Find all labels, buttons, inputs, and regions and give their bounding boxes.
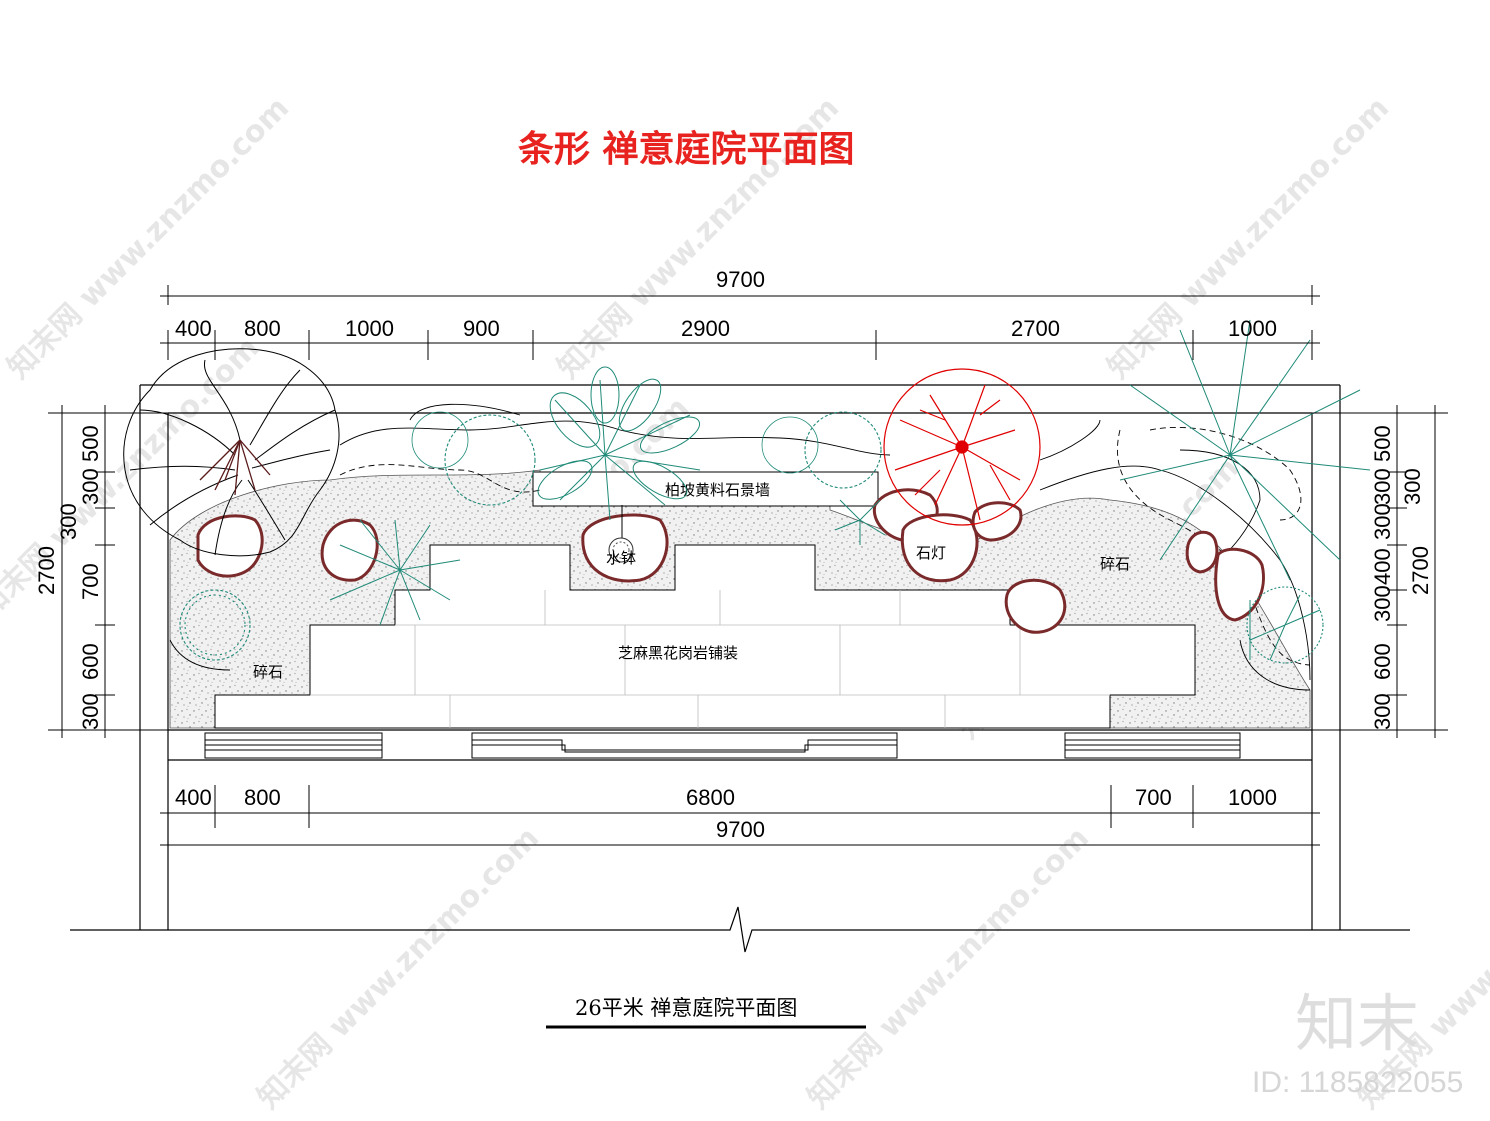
dim-bottom-4: 700 bbox=[1135, 785, 1172, 810]
label-stone-wall: 柏坡黄料石景墙 bbox=[665, 481, 770, 499]
dim-right-2: 300 bbox=[1370, 468, 1395, 505]
dim-bottom-5: 1000 bbox=[1228, 785, 1277, 810]
dimension-lines-left bbox=[48, 405, 168, 738]
watermark-3: 知末网 www.znzmo.com bbox=[1101, 91, 1396, 386]
dim-top-4: 900 bbox=[463, 316, 500, 341]
dimension-lines-right bbox=[1312, 405, 1448, 738]
dim-right-7: 300 bbox=[1370, 693, 1395, 730]
dim-right-total: 2700 bbox=[1408, 546, 1433, 595]
dim-left-3: 700 bbox=[78, 563, 103, 600]
granite-paving bbox=[214, 544, 1196, 729]
dim-left-5: 300 bbox=[78, 693, 103, 730]
grass-plant-left bbox=[329, 519, 461, 626]
label-paving: 芝麻黑花岗岩铺装 bbox=[618, 644, 738, 662]
tree-red-canopy bbox=[883, 368, 1041, 526]
dim-top-3: 1000 bbox=[345, 316, 394, 341]
dim-left-total: 2700 bbox=[34, 546, 59, 595]
watermark-7: 知末网 www.znzmo.com bbox=[251, 821, 546, 1116]
dim-top-6: 2700 bbox=[1011, 316, 1060, 341]
fern-right bbox=[834, 319, 1371, 661]
dimension-lines-bottom bbox=[160, 785, 1320, 855]
dim-right-1: 500 bbox=[1370, 425, 1395, 462]
stone-wall bbox=[532, 471, 879, 507]
planting-bed-contours bbox=[169, 403, 1311, 691]
watermark-8: 知末网 www.znzmo.com bbox=[801, 821, 1096, 1116]
dim-right-inner: 300 bbox=[1400, 468, 1425, 505]
drawing-caption: 26平米 禅意庭院平面图 bbox=[575, 996, 797, 1020]
brand-logo: 知末 bbox=[1295, 987, 1419, 1060]
dim-bottom-2: 800 bbox=[244, 785, 281, 810]
water-basin: 水钵 bbox=[606, 505, 636, 567]
dim-top-2: 800 bbox=[244, 316, 281, 341]
tree-canopy-left bbox=[123, 348, 340, 557]
dim-bottom-1: 400 bbox=[175, 785, 212, 810]
dim-left-inner: 300 bbox=[56, 503, 81, 540]
dim-top-total: 9700 bbox=[716, 267, 765, 292]
dim-left-1: 500 bbox=[78, 425, 103, 462]
dim-right-4: 400 bbox=[1370, 548, 1395, 585]
label-stone-lantern: 石灯 bbox=[916, 544, 946, 562]
palm-plant-center bbox=[537, 366, 701, 521]
dim-top-7: 1000 bbox=[1228, 316, 1277, 341]
dimension-lines-top bbox=[160, 285, 1320, 360]
dim-top-1: 400 bbox=[175, 316, 212, 341]
dim-right-5: 300 bbox=[1370, 585, 1395, 622]
shrubs-teal bbox=[179, 411, 1324, 664]
dim-right-6: 600 bbox=[1370, 643, 1395, 680]
label-water-basin: 水钵 bbox=[606, 549, 636, 567]
page-title: 条形 禅意庭院平面图 bbox=[518, 129, 855, 170]
dim-left-4: 600 bbox=[78, 643, 103, 680]
steps bbox=[204, 732, 1241, 759]
dim-top-5: 2900 bbox=[681, 316, 730, 341]
rocks bbox=[196, 488, 1265, 634]
dim-left-2: 300 bbox=[78, 468, 103, 505]
label-gravel-right: 碎石 bbox=[1100, 555, 1130, 573]
dim-bottom-total: 9700 bbox=[716, 817, 765, 842]
site-boundary bbox=[70, 384, 1410, 953]
label-gravel-left: 碎石 bbox=[253, 663, 283, 681]
dim-right-3: 300 bbox=[1370, 503, 1395, 540]
brand-id: ID: 1185822055 bbox=[1252, 1066, 1463, 1099]
dim-bottom-3: 6800 bbox=[686, 785, 735, 810]
